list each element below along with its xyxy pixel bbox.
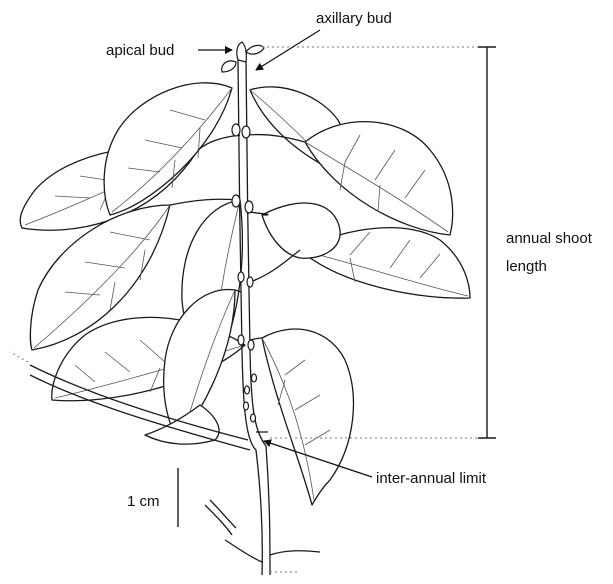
axillary-bud-label: axillary bud <box>316 10 392 27</box>
axillary-bud-top <box>246 45 264 54</box>
leaf <box>262 329 353 505</box>
shoot-length-label: length <box>506 258 547 275</box>
leaf <box>262 203 340 258</box>
axillary-bud-arrow <box>256 30 320 70</box>
apical-bud-label: apical bud <box>106 42 174 59</box>
leaves <box>20 83 470 505</box>
annual-shoot-label: annual shoot <box>506 230 593 247</box>
inter-annual-limit-label: inter-annual limit <box>376 470 487 487</box>
scale-label: 1 cm <box>127 493 160 510</box>
leaf <box>104 83 232 215</box>
apical-bud <box>237 42 247 62</box>
main-stem <box>238 60 262 575</box>
